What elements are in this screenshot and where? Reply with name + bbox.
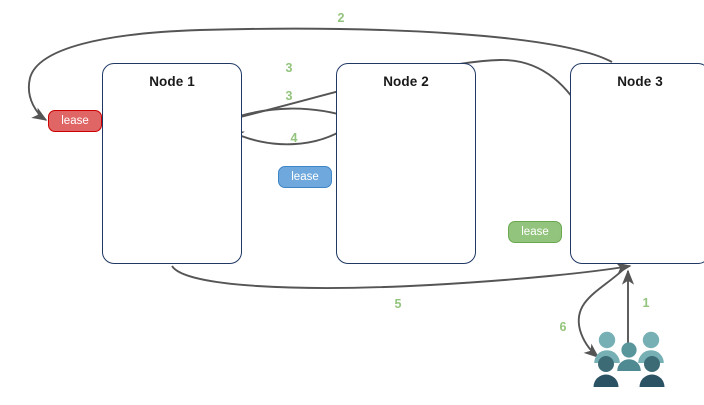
step-label-4: 4: [290, 131, 298, 145]
step-label-3b: 3: [285, 89, 293, 103]
step-label-6: 6: [559, 320, 567, 334]
lease-chip-green[interactable]: lease: [508, 221, 562, 243]
node-container-1[interactable]: Node 1: [102, 63, 242, 264]
node-container-3[interactable]: Node 3: [570, 63, 704, 264]
node-title-2: Node 2: [383, 74, 429, 89]
lease-chip-blue[interactable]: lease: [278, 166, 332, 188]
people-icon: [593, 331, 665, 387]
edge-5: [171, 262, 632, 289]
step-label-1: 1: [642, 296, 650, 310]
node-title-3: Node 3: [617, 74, 663, 89]
node-container-2[interactable]: Node 2: [336, 63, 476, 264]
step-label-3a: 3: [285, 61, 293, 75]
edge-3b: [223, 107, 354, 122]
node-title-1: Node 1: [149, 74, 195, 89]
step-label-2: 2: [337, 11, 345, 25]
step-label-5: 5: [394, 297, 402, 311]
lease-chip-red[interactable]: lease: [48, 110, 102, 132]
